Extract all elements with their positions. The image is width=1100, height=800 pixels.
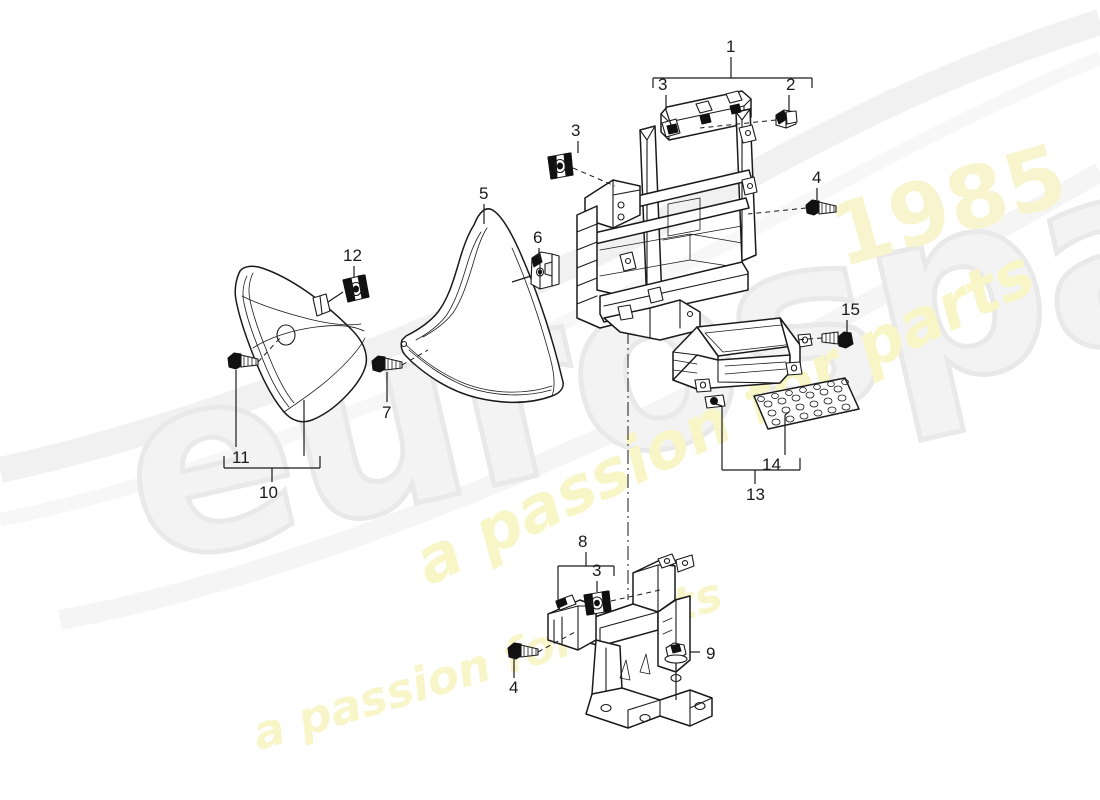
- callout-9: 9: [706, 644, 716, 663]
- leader-lines: [223, 57, 848, 700]
- part-left-trim-panel: [234, 265, 368, 423]
- callout-8: 8: [578, 532, 588, 551]
- callout-4-upper: 4: [812, 168, 822, 187]
- part-hex-head-screw-4b: [507, 642, 539, 660]
- callout-1: 1: [726, 37, 736, 56]
- part-square-clip-nut-upper: [547, 152, 574, 180]
- part-square-clip-nut-bracket: [583, 590, 612, 616]
- part-center-console-frame: [576, 90, 758, 341]
- callout-5: 5: [479, 184, 489, 203]
- part-perforated-rubber-mat: [753, 377, 860, 430]
- callout-3-left: 3: [571, 121, 581, 140]
- callout-10: 10: [259, 483, 278, 502]
- callout-12: 12: [343, 246, 362, 265]
- part-square-clip-nut-12: [342, 274, 370, 303]
- callout-4-bracket: 4: [509, 678, 519, 697]
- part-retaining-clip: [775, 109, 798, 129]
- callout-14: 14: [762, 455, 781, 474]
- part-flange-nut: [664, 642, 688, 664]
- callout-7: 7: [382, 403, 392, 422]
- callout-11: 11: [232, 448, 250, 467]
- part-hex-head-screw-4a: [805, 199, 837, 216]
- part-hex-head-screw-11: [227, 352, 259, 370]
- part-hex-head-screw-7: [371, 355, 403, 373]
- part-spring-clip: [530, 251, 560, 290]
- callout-15: 15: [841, 300, 860, 319]
- callout-3-upper: 3: [658, 75, 668, 94]
- callout-3-bracket: 3: [592, 561, 602, 580]
- callout-13: 13: [746, 485, 765, 504]
- callout-6: 6: [533, 228, 543, 247]
- part-right-trim-panel: [400, 208, 564, 404]
- part-hex-head-screw-15: [821, 331, 854, 349]
- callout-2: 2: [786, 75, 796, 94]
